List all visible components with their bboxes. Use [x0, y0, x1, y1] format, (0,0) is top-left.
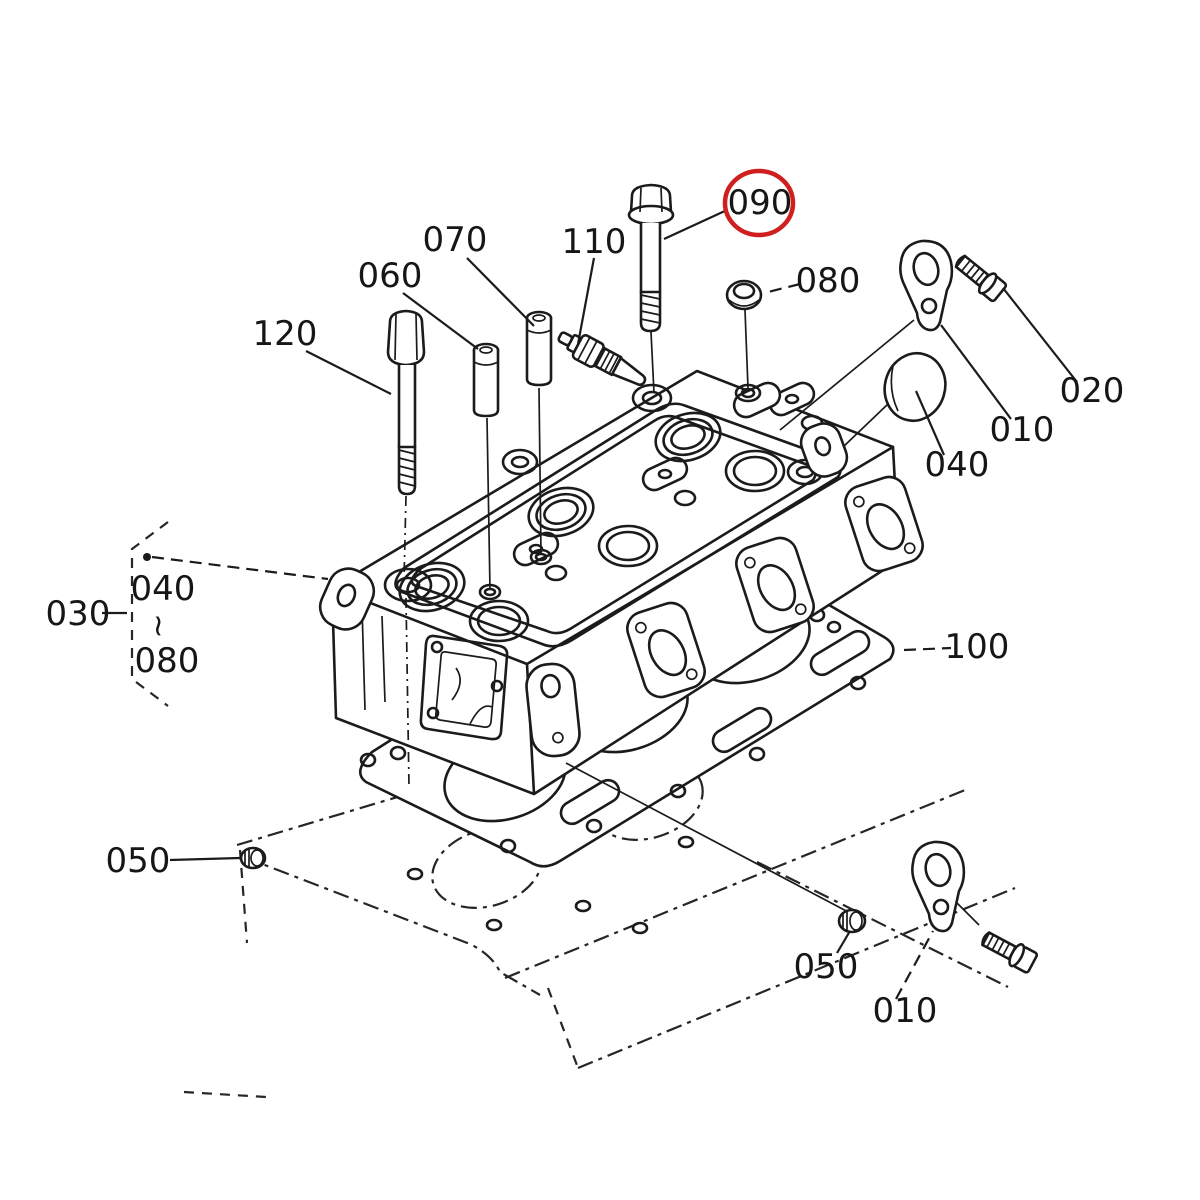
callout-050-left: 050	[105, 841, 171, 881]
cylinder-head-drawing	[318, 369, 924, 796]
highlight-circle-090	[722, 168, 796, 238]
callout-080-range: 080	[134, 641, 200, 681]
head-end-lug	[318, 567, 376, 631]
leader-lines	[102, 209, 1078, 1000]
port-flange	[626, 475, 924, 699]
callout-120: 120	[252, 314, 318, 354]
callout-030: 030	[45, 594, 111, 634]
head-bolt-090-drawing	[627, 183, 675, 333]
pushrod-window	[419, 634, 509, 741]
valve-cell	[527, 456, 697, 568]
plug-050-bottom-drawing	[837, 908, 867, 934]
insertion-lines	[403, 309, 980, 926]
cup-plug-040-drawing	[883, 351, 947, 423]
plug-050-left-drawing	[239, 846, 267, 870]
callout-060: 060	[357, 256, 423, 296]
lifting-eye-010-top-drawing	[899, 239, 954, 332]
callout-050-bottom: 050	[793, 947, 859, 987]
callout-090-circled: 090	[727, 183, 793, 223]
bolt-020-drawing	[954, 254, 1008, 303]
gasket-coolant-slots	[559, 629, 871, 826]
callout-010-top: 010	[989, 410, 1055, 450]
glow-plug-110-drawing	[557, 331, 647, 387]
gasket-bolt-holes	[359, 607, 867, 854]
callout-020: 020	[1059, 371, 1125, 411]
callout-110: 110	[561, 222, 627, 262]
callout-010-bottom: 010	[872, 991, 938, 1031]
stud-120-drawing	[386, 309, 426, 496]
valve-cell	[398, 531, 568, 643]
callout-040-top: 040	[924, 445, 990, 485]
valve-cap-080-drawing	[725, 279, 763, 311]
valve-guide-070-drawing	[525, 310, 553, 387]
head-front-lug	[525, 662, 581, 758]
block-deck-bolt-holes	[406, 835, 695, 935]
callout-040-range: 040	[130, 569, 196, 609]
valve-guide-060-drawing	[472, 342, 500, 418]
valve-cell	[654, 381, 824, 493]
head-corner-lug	[799, 422, 849, 478]
bolt-bottom-drawing	[981, 931, 1039, 974]
range-tilde: ~	[140, 613, 176, 639]
callout-100: 100	[944, 627, 1010, 667]
lifting-eye-010-bottom-drawing	[911, 840, 966, 933]
callout-070: 070	[422, 220, 488, 260]
rocker-stud-boss	[732, 381, 782, 419]
callout-080: 080	[795, 261, 861, 301]
